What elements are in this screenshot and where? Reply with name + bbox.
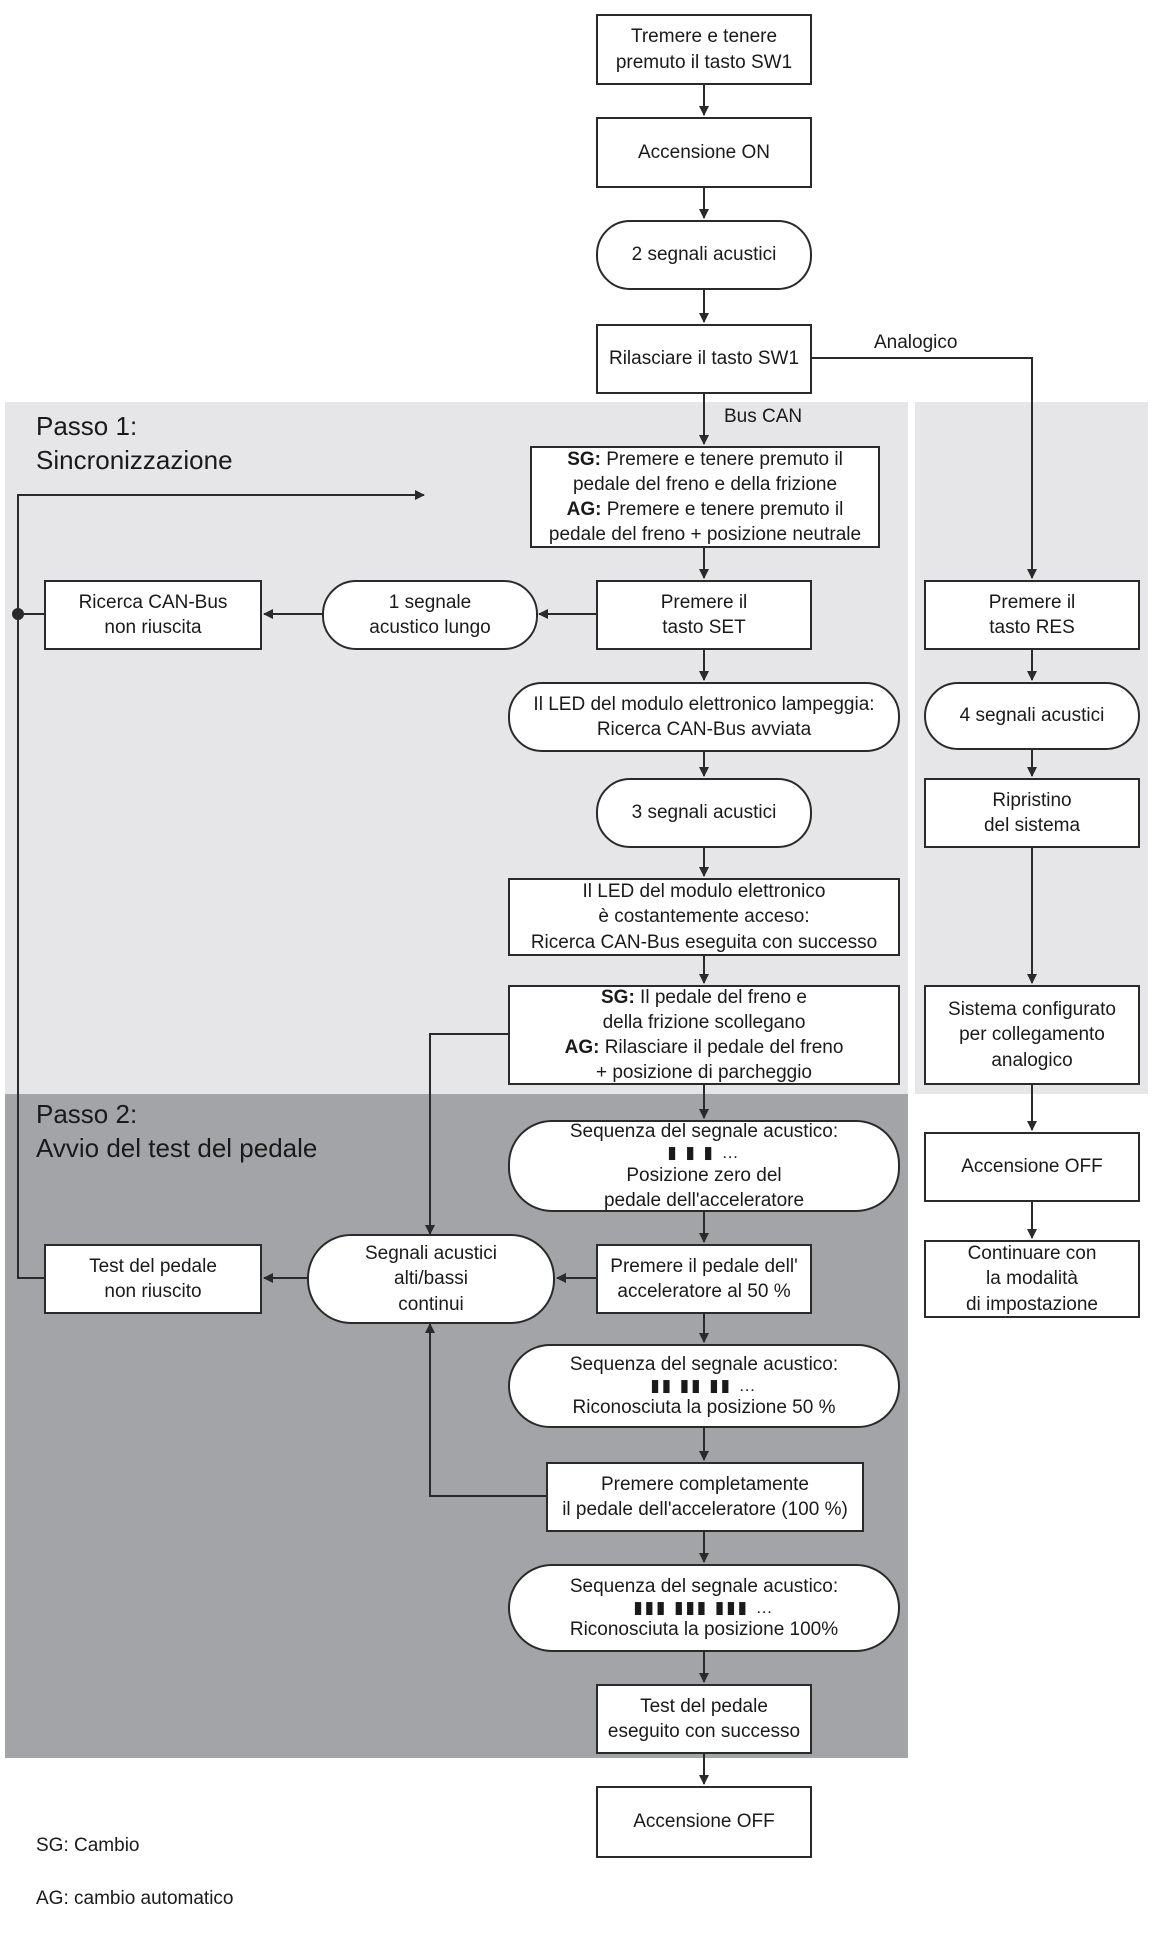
edge-label-can: Bus CAN [724,406,803,427]
node-can-fail: Ricerca CAN-Bus non riuscita [44,580,262,650]
node-pedal-ok: Test del pedale eseguito con successo [596,1684,812,1754]
node-seq-50: Sequenza del segnale acustico: ▮▮ ▮▮ ▮▮ … [508,1344,900,1428]
step2-title: Passo 2: Avvio del test del pedale [36,1099,318,1163]
line-release-to-continuous [425,1033,508,1235]
beep-pattern-50: ▮▮ ▮▮ ▮▮ … [650,1375,758,1395]
flowchart: Passo 1: Sincronizzazione Passo 2: Avvio… [5,14,1148,1909]
node-press-100: Premere completamente il pedale dell'acc… [546,1462,864,1532]
node-release-sw1: Rilasciare il tasto SW1 [596,324,812,394]
node-led-on: Il LED del modulo elettronico è costante… [508,878,900,956]
legend-sg: SG: Cambio [36,1834,140,1856]
node-beeps-2: 2 segnali acustici [596,220,812,290]
node-press-50: Premere il pedale dell' acceleratore al … [596,1244,812,1314]
node-press-res: Premere il tasto RES [924,580,1140,650]
node-seq-100: Sequenza del segnale acustico: ▮▮▮ ▮▮▮ ▮… [508,1564,900,1652]
beep-pattern-100: ▮▮▮ ▮▮▮ ▮▮▮ … [633,1597,775,1617]
node-system-reset: Ripristino del sistema [924,778,1140,848]
node-press-set: Premere il tasto SET [596,580,812,650]
edge-label-analog: Analogico [874,332,958,353]
node-long-beep: 1 segnale acustico lungo [322,580,538,650]
node-analog-config: Sistema configurato per collegamento ana… [924,985,1140,1085]
legend: SG: Cambio AG: cambio automatico [36,1806,233,1939]
line-press100-to-continuous [425,1323,546,1497]
node-ignition-on: Accensione ON [596,117,812,188]
node-beeps-4: 4 segnali acustici [924,682,1140,750]
step1-title: Passo 1: Sincronizzazione [36,411,233,475]
legend-ag: AG: cambio automatico [36,1887,234,1909]
node-hold-sw1: Tremere e tenere premuto il tasto SW1 [596,14,812,85]
connectors [12,85,1037,1785]
node-release-instructions: SG: Il pedale del freno e della frizione… [508,985,900,1085]
junction-dot [12,608,24,620]
node-led-flashing: Il LED del modulo elettronico lampeggia:… [508,682,900,752]
node-continue-setup: Continuare con la modalità di impostazio… [924,1240,1140,1318]
node-ignition-off-main: Accensione OFF [596,1786,812,1858]
arrow-release-to-res [812,357,1037,579]
node-seq-zero: Sequenza del segnale acustico: ▮ ▮ ▮ … P… [508,1120,900,1212]
node-continuous-signals: Segnali acustici alti/bassi continui [307,1234,555,1324]
beep-pattern-zero: ▮ ▮ ▮ … [667,1143,741,1163]
node-pedal-fail: Test del pedale non riuscito [44,1244,262,1314]
node-beeps-3: 3 segnali acustici [596,778,812,848]
node-sync-instructions: SG: Premere e tenere premuto il pedale d… [530,446,880,548]
node-ignition-off-analog: Accensione OFF [924,1132,1140,1202]
loop-pedalfail-to-sync [17,494,423,1279]
